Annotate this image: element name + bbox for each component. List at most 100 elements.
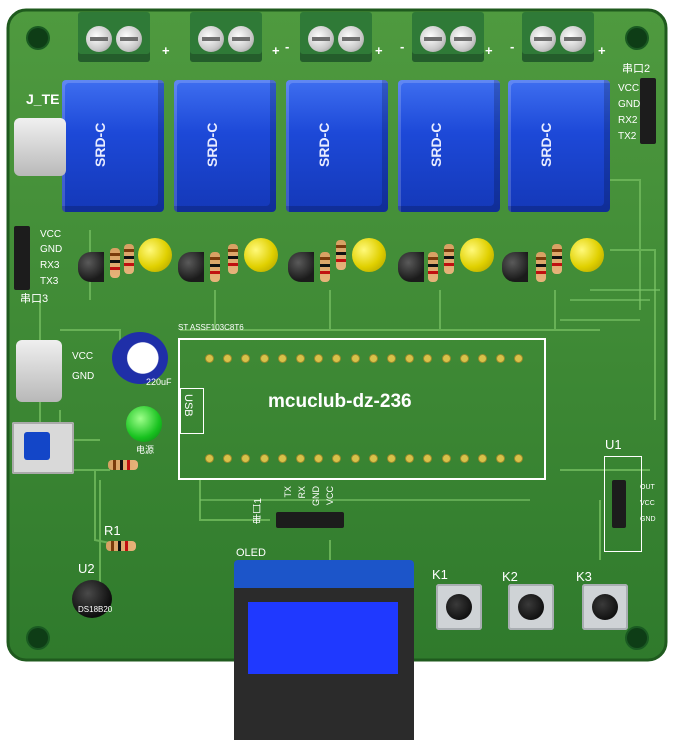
ds18b20-sensor xyxy=(72,580,112,618)
uart1-pin: GND xyxy=(311,486,321,506)
power-switch[interactable] xyxy=(12,422,74,474)
relay: SRD-C xyxy=(398,80,500,212)
relay-label: SRD-C xyxy=(316,122,332,168)
module-pin xyxy=(242,355,250,362)
mounting-hole xyxy=(28,628,48,648)
power-led-label: 电源 xyxy=(136,445,155,455)
resistor xyxy=(124,244,134,274)
uart2-pin: TX2 xyxy=(618,131,637,142)
module-pin xyxy=(369,355,377,362)
transistor xyxy=(178,252,204,282)
uart2-header xyxy=(640,78,656,144)
terminal-plus: + xyxy=(375,43,383,58)
module-pin xyxy=(388,455,395,462)
usb-c-connector xyxy=(14,118,66,176)
module-pin xyxy=(260,455,268,462)
module-pin xyxy=(278,355,286,362)
mcu-module-outline xyxy=(178,338,546,480)
oled-screen xyxy=(248,602,398,674)
uart2-pin: RX2 xyxy=(618,115,638,126)
module-pin xyxy=(278,455,286,462)
module-pin xyxy=(460,355,468,362)
module-pin xyxy=(388,355,395,362)
power-usb-connector xyxy=(16,340,62,402)
j-te-label: J_TE xyxy=(26,91,60,107)
oled-module xyxy=(234,560,414,740)
u1-header xyxy=(612,480,626,528)
mounting-hole xyxy=(627,628,647,648)
power-pin-label: VCC xyxy=(72,351,94,362)
yellow-led xyxy=(570,238,604,272)
terminal-minus: - xyxy=(285,39,290,54)
yellow-led xyxy=(244,238,278,272)
module-pin xyxy=(315,455,323,462)
module-pin xyxy=(442,455,450,462)
screw-terminal xyxy=(522,12,594,62)
uart2-pin: VCC xyxy=(618,83,640,94)
module-pin xyxy=(442,355,450,362)
uart3-title: 串口3 xyxy=(20,293,49,305)
module-pin xyxy=(206,355,213,362)
relay: SRD-C xyxy=(174,80,276,212)
usb-label: USB xyxy=(182,394,194,417)
yellow-led xyxy=(352,238,386,272)
uart1-title: 串口1 xyxy=(253,498,264,524)
module-pin xyxy=(424,455,432,462)
board-title: mcuclub-dz-236 xyxy=(268,391,412,412)
uart1-pin: RX xyxy=(297,486,307,499)
module-pin xyxy=(315,355,323,362)
transistor xyxy=(288,252,314,282)
module-pin xyxy=(460,455,468,462)
u2-label: U2 xyxy=(78,561,95,576)
terminal-plus: + xyxy=(162,43,170,58)
resistor xyxy=(428,252,438,282)
u1-pin: GND xyxy=(640,516,656,523)
module-pin xyxy=(497,355,505,362)
oled-label: OLED xyxy=(236,547,266,559)
uart2-pin: GND xyxy=(618,99,641,110)
transistor xyxy=(78,252,104,282)
key-k3-button[interactable] xyxy=(582,584,628,630)
u1-label: U1 xyxy=(605,437,622,452)
module-pin xyxy=(479,455,486,462)
relay-label: SRD-C xyxy=(428,122,444,168)
module-label: ST ASSF103C8T6 xyxy=(178,323,244,332)
yellow-led xyxy=(138,238,172,272)
resistor xyxy=(336,240,346,270)
screw-terminal xyxy=(190,12,262,62)
relay-label: SRD-C xyxy=(92,122,108,168)
u1-pin: OUT xyxy=(640,484,655,491)
r1-label: R1 xyxy=(104,523,121,538)
uart2-title: 串口2 xyxy=(622,63,651,75)
module-pin xyxy=(515,355,523,362)
module-pin xyxy=(206,455,213,462)
module-pin xyxy=(224,455,232,462)
mounting-hole xyxy=(627,28,647,48)
terminal-plus: + xyxy=(272,43,280,58)
terminal-minus: - xyxy=(400,39,405,54)
module-pin xyxy=(242,455,250,462)
module-pin xyxy=(369,455,377,462)
uart1-pin: TX xyxy=(283,486,293,498)
module-pin xyxy=(479,355,486,362)
key-k2-button[interactable] xyxy=(508,584,554,630)
resistor xyxy=(228,244,238,274)
key-k1-button[interactable] xyxy=(436,584,482,630)
u1-outline xyxy=(604,456,642,552)
uart3-pin: TX3 xyxy=(40,276,59,287)
terminal-minus: - xyxy=(510,39,515,54)
module-pin xyxy=(224,355,232,362)
u2-part: DS18B20 xyxy=(78,605,113,614)
u1-pin: VCC xyxy=(640,500,655,507)
relay-label: SRD-C xyxy=(538,122,554,168)
screw-terminal xyxy=(412,12,484,62)
uart3-pin: VCC xyxy=(40,229,62,240)
yellow-led xyxy=(460,238,494,272)
capacitor-label: 220uF xyxy=(146,377,172,387)
resistor xyxy=(320,252,330,282)
module-pin xyxy=(351,455,359,462)
electrolytic-capacitor xyxy=(112,332,168,384)
key-label: K1 xyxy=(432,567,448,582)
module-pin xyxy=(297,455,304,462)
relay: SRD-C xyxy=(508,80,610,212)
